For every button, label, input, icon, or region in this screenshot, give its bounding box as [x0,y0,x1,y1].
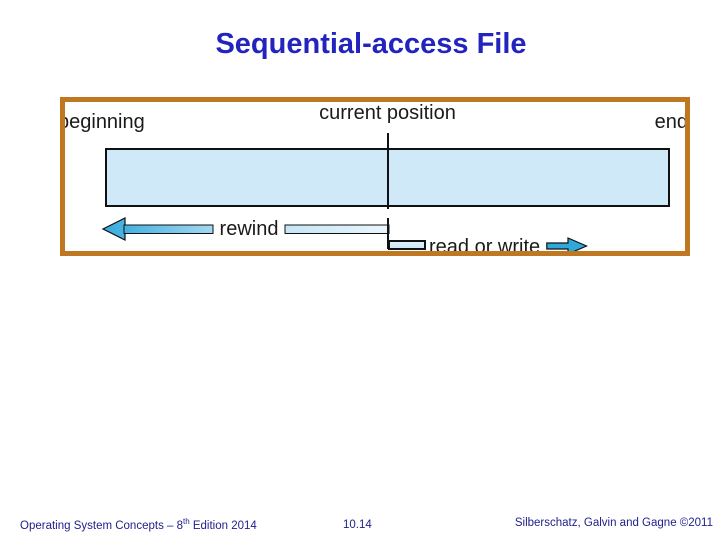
beginning-label: beginning [60,111,145,133]
footer-book-title: Operating System Concepts – 8th Edition … [20,517,257,532]
page-title: Sequential-access File [215,28,527,60]
end-label: end [654,111,688,133]
position-connector-line [387,218,389,249]
rewind-label: rewind [219,218,279,240]
read-write-bar [388,240,426,250]
footer-edition-text: Edition 2014 [189,519,257,532]
footer-book-title-text: Operating System Concepts – 8 [20,519,183,532]
current-position-label: current position [319,102,456,124]
read-write-arrow-icon [546,237,588,251]
footer-edition-superscript: th [183,517,190,526]
current-position-line [387,133,389,209]
read-or-write-label: read or write [429,236,541,256]
slide-number: 10.14 [343,519,372,531]
rewind-arrow-icon [101,217,390,241]
sequential-access-diagram: beginning current position end rewind re… [60,97,690,256]
footer-authors: Silberschatz, Galvin and Gagne ©2011 [514,517,713,529]
